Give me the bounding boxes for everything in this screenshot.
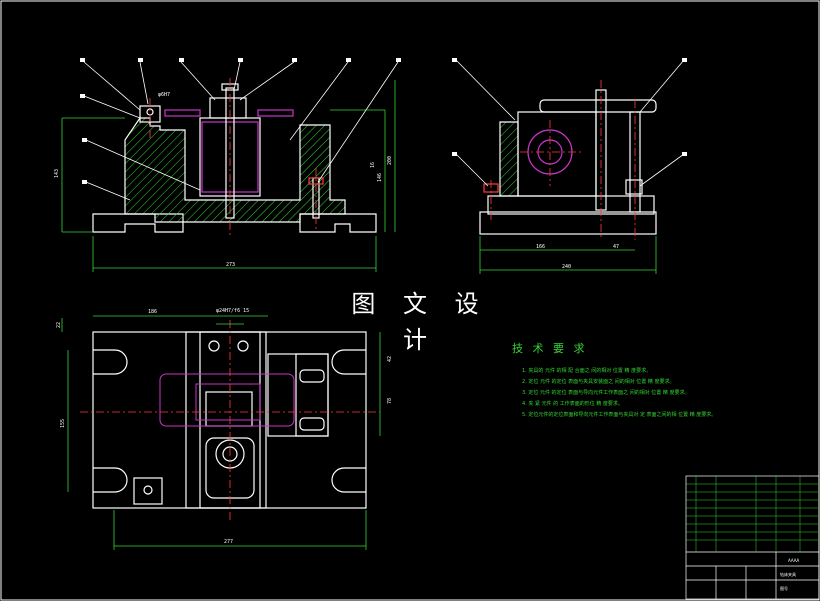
side-right-label: 47: [613, 244, 619, 250]
center-right-label: 16: [370, 162, 376, 168]
plan-top-label: 186: [148, 309, 157, 315]
plan-dimension-lines: [61, 315, 381, 550]
part-name: 钻床夹具: [780, 571, 796, 577]
side-balloon-marks: [452, 58, 687, 156]
title-block-grid: [686, 476, 819, 552]
front-height-left-label: 143: [54, 169, 60, 178]
requirement-item: 4. 夹 紧 元件 的 工作表面的形位 精 度要求。: [522, 401, 623, 407]
requirement-item: 5. 定位元件的定位表面和导向元件工作表面与夹具对 定 表面之间的相 位置 精 …: [522, 412, 717, 418]
plan-hidden-lines: [159, 373, 295, 427]
title-block: [685, 475, 820, 600]
requirement-item: 3. 定位 元件 的定位 表面与导向元件工作表面之 间的相对 位置 精 度要求。: [522, 390, 690, 396]
plan-right-b-label: 78: [387, 398, 393, 404]
front-body-section: [124, 117, 346, 223]
plan-right-a-label: 42: [387, 356, 393, 362]
requirement-item: 1. 夹具的 元件 的相 配 合面之 间的相对 位置 精 度要求。: [522, 368, 652, 374]
plan-width-label: 277: [224, 539, 233, 545]
scale-label: 图号: [780, 585, 788, 591]
side-leaders: [455, 59, 685, 187]
technical-requirements: 技 术 要 求 1. 夹具的 元件 的相 配 合面之 间的相对 位置 精 度要求…: [512, 340, 717, 421]
front-dimension-lines: [61, 80, 396, 272]
plan-fit-label: φ24H7/f6 15: [216, 308, 249, 314]
drawing-number: AAAA: [788, 558, 800, 563]
fit-callout-label: φ6H7: [158, 92, 170, 98]
watermark-title: 图 文 设 计: [340, 286, 500, 354]
plan-left-label: 155: [60, 419, 66, 428]
front-balloon-marks: [80, 58, 401, 184]
front-height-right-b-label: 200: [387, 156, 393, 165]
side-body-section: [499, 121, 519, 197]
front-leaders: [83, 61, 399, 201]
side-centerlines: [490, 80, 636, 240]
plan-centerlines: [80, 320, 380, 520]
technical-requirements-list: 1. 夹具的 元件 的相 配 合面之 间的相对 位置 精 度要求。 2. 定位 …: [512, 366, 717, 421]
side-left-label: 166: [536, 244, 545, 250]
side-dimension-lines: [479, 236, 657, 274]
front-centerlines: [149, 78, 317, 236]
front-height-right-a-label: 146: [377, 173, 383, 182]
side-view: [479, 89, 657, 235]
side-width-label: 240: [562, 264, 571, 270]
technical-requirements-title: 技 术 要 求: [512, 342, 588, 355]
plan-small-label: 22: [56, 322, 62, 328]
front-width-label: 273: [226, 262, 235, 268]
requirement-item: 2. 定位 元件 的定位 表面与夹具安装面之 间的相对 位置 精 度要求。: [522, 379, 675, 385]
